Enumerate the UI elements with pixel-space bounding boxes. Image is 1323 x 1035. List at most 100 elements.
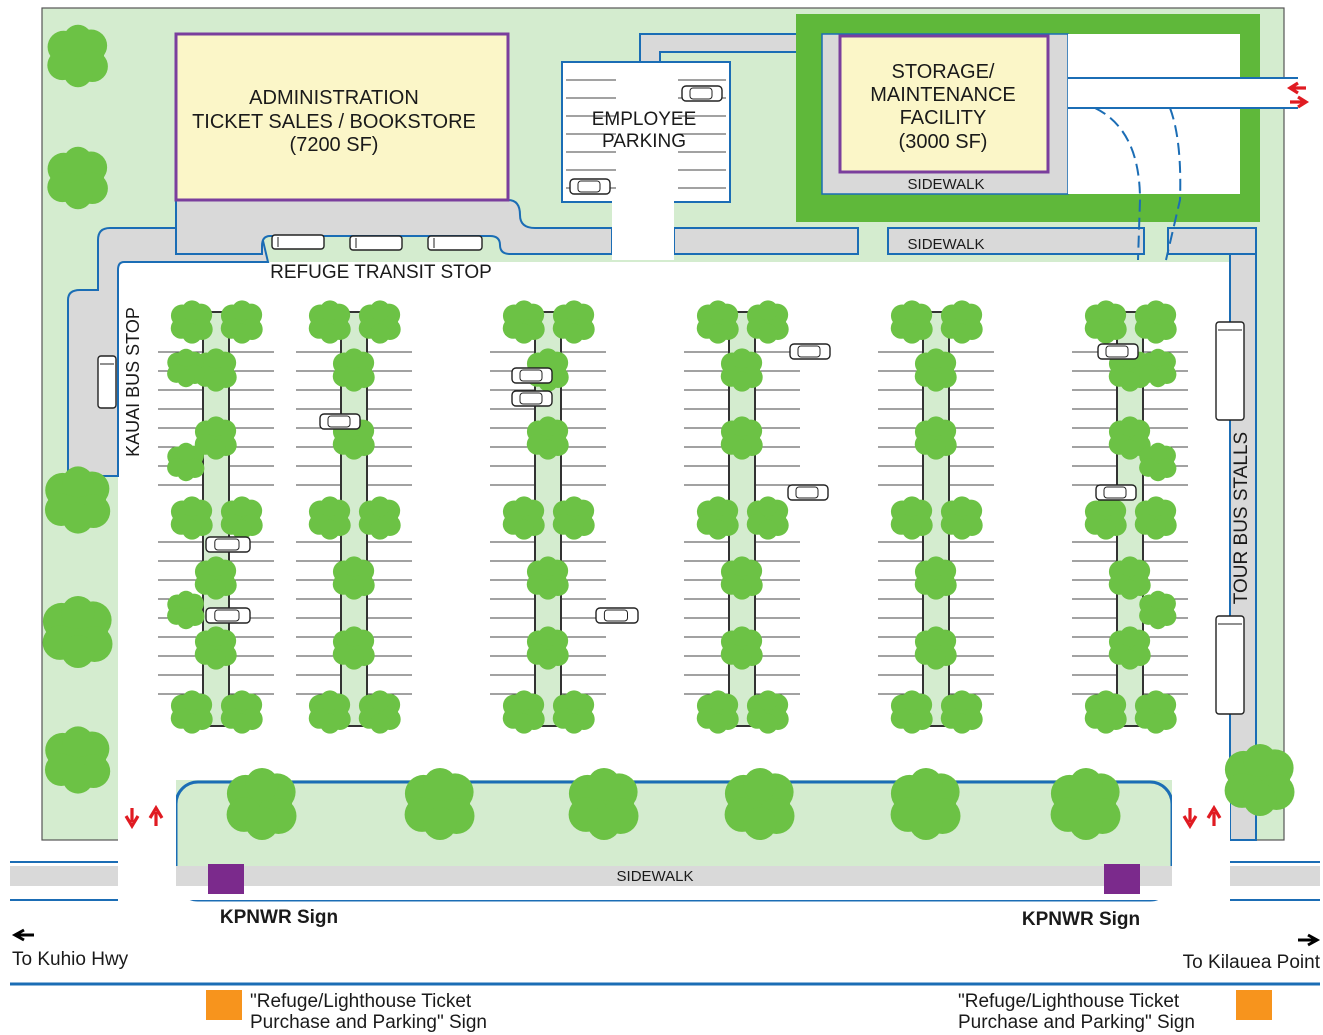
tree-icon <box>746 300 789 344</box>
tree-icon <box>1139 590 1177 630</box>
tree-icon <box>1139 442 1177 482</box>
employee-parking-line1: EMPLOYEE <box>592 109 697 130</box>
tree-icon <box>167 348 205 388</box>
tree-icon <box>890 300 933 344</box>
tree-icon <box>44 726 111 794</box>
road-sidewalk <box>10 861 1320 986</box>
trees <box>42 24 1295 840</box>
tree-icon <box>308 300 351 344</box>
east-entry-drive <box>1172 780 1230 902</box>
tree-icon <box>1084 300 1127 344</box>
kpnwr-sign-left-label: KPNWR Sign <box>220 907 338 928</box>
storage-line1: STORAGE/ <box>892 61 995 83</box>
car-icon <box>1097 343 1139 360</box>
tree-icon <box>170 300 213 344</box>
service-drive-dashed-inner <box>1094 107 1142 261</box>
tree-icon <box>194 626 237 670</box>
storage-line4: (3000 SF) <box>899 131 988 153</box>
admin-line1: ADMINISTRATION <box>249 87 419 109</box>
car-icon <box>205 536 251 553</box>
car-icon <box>595 607 639 624</box>
tree-icon <box>552 300 595 344</box>
tree-icon <box>940 300 983 344</box>
storage-line3: FACILITY <box>900 107 987 129</box>
east-entry-arrows <box>1182 804 1222 830</box>
tree-icon <box>332 626 375 670</box>
tree-icon <box>1084 690 1127 734</box>
car-icon <box>205 607 251 624</box>
tree-icon <box>526 416 569 460</box>
tree-icon <box>552 496 595 540</box>
tree-icon <box>696 690 739 734</box>
west-entry-drive <box>118 780 176 902</box>
tree-icon <box>720 416 763 460</box>
tree-icon <box>1139 348 1177 388</box>
tree-icon <box>696 496 739 540</box>
bus-icon <box>97 355 117 409</box>
tree-icon <box>1134 496 1177 540</box>
tree-icon <box>170 496 213 540</box>
right-top-sidewalk <box>1167 227 1257 255</box>
west-entry-arrows <box>124 804 164 830</box>
tree-icon <box>226 768 297 840</box>
bus-icon <box>1215 321 1245 421</box>
tree-icon <box>746 496 789 540</box>
tour-bus-stalls-label: TOUR BUS STALLS <box>1231 432 1252 604</box>
to-kilauea-point-label: To Kilauea Point <box>1183 952 1321 973</box>
tree-icon <box>47 24 108 88</box>
tree-icon <box>170 690 213 734</box>
tree-icon <box>914 556 957 600</box>
tree-icon <box>914 626 957 670</box>
bus-icon <box>349 235 403 251</box>
tree-icon <box>220 690 263 734</box>
vehicles <box>97 85 1245 715</box>
center-sidewalk-left <box>673 227 859 255</box>
kpnwr-sign-left-marker <box>208 864 244 894</box>
storage-drive <box>1068 34 1240 194</box>
ticket-sign-left-marker <box>206 990 242 1020</box>
service-drive-dashed-outer <box>1165 107 1182 261</box>
tree-icon <box>914 416 957 460</box>
tree-icon <box>358 690 401 734</box>
ticket-sign-right-line1: "Refuge/Lighthouse Ticket <box>958 991 1180 1012</box>
car-icon <box>681 85 723 102</box>
tree-icon <box>914 348 957 392</box>
tree-icon <box>44 466 111 534</box>
car-icon <box>511 390 553 407</box>
bus-icon <box>271 234 325 250</box>
tree-icon <box>502 300 545 344</box>
ticket-sign-left-line1: "Refuge/Lighthouse Ticket <box>250 991 472 1012</box>
sidewalk-mid-label: SIDEWALK <box>908 236 985 253</box>
tree-icon <box>1050 768 1121 840</box>
tree-icon <box>720 626 763 670</box>
tree-icon <box>720 348 763 392</box>
center-sidewalk-right <box>887 227 1145 255</box>
tree-icon <box>696 300 739 344</box>
admin-line2: TICKET SALES / BOOKSTORE <box>192 111 476 133</box>
storage-building <box>838 34 1050 174</box>
tree-icon <box>220 300 263 344</box>
to-kuhio-hwy-label: To Kuhio Hwy <box>12 949 129 970</box>
service-drive-arrows <box>1286 81 1310 109</box>
tree-icon <box>358 496 401 540</box>
tree-icon <box>940 496 983 540</box>
kpnwr-sign-right-label: KPNWR Sign <box>1022 909 1140 930</box>
car-icon <box>787 484 829 501</box>
tree-icon <box>358 300 401 344</box>
tree-icon <box>194 416 237 460</box>
tree-icon <box>167 590 205 630</box>
tree-icon <box>568 768 639 840</box>
tree-icon <box>47 146 108 210</box>
sidewalk-top-label: SIDEWALK <box>908 176 985 193</box>
car-icon <box>511 367 553 384</box>
storage-drive-road <box>1068 78 1298 108</box>
ticket-sign-right-marker <box>1236 990 1272 1020</box>
tree-icon <box>308 496 351 540</box>
kauai-bus-stop-label: KAUAI BUS STOP <box>123 307 143 457</box>
tree-icon <box>890 496 933 540</box>
ticket-sign-left-line2: Purchase and Parking" Sign <box>250 1012 487 1033</box>
tree-icon <box>42 596 113 668</box>
tree-icon <box>1224 744 1295 816</box>
parking-lot-surface <box>118 262 1236 780</box>
tree-icon <box>308 690 351 734</box>
